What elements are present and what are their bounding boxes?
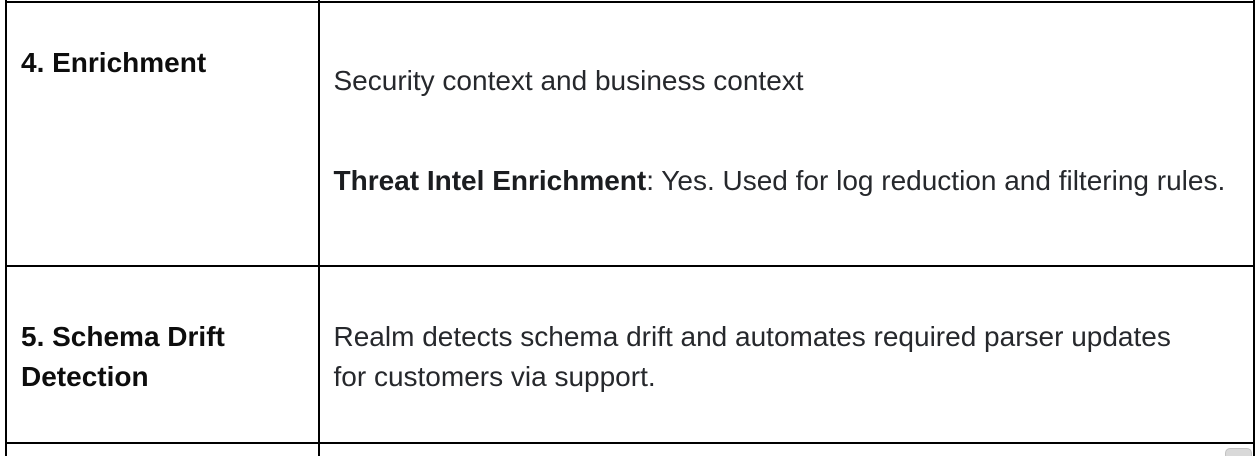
row-content-cell: [320, 444, 1254, 456]
document-table: 4. Enrichment Security context and busin…: [5, 0, 1255, 456]
text-run: : Yes. Used for log reduction and filter…: [646, 165, 1226, 196]
table-row: 5. Schema Drift Detection Realm detects …: [7, 267, 1253, 444]
row-content-cell: [320, 0, 1254, 1]
table-row: 4. Enrichment Security context and busin…: [7, 3, 1253, 267]
row-header-cell: [7, 444, 320, 456]
cell-paragraph: Threat Intel Enrichment: Yes. Used for l…: [334, 161, 1240, 201]
row-label: 5. Schema Drift Detection: [21, 321, 225, 392]
cell-paragraph: Security context and business context: [333, 65, 804, 96]
cell-paragraph: Realm detects schema drift and automates…: [333, 321, 1171, 392]
row-header-cell[interactable]: 5. Schema Drift Detection: [7, 267, 320, 442]
row-content-cell[interactable]: Security context and business context Th…: [320, 3, 1254, 265]
row-content-cell[interactable]: Realm detects schema drift and automates…: [320, 267, 1254, 442]
row-header-cell: [7, 0, 320, 1]
bold-text-run: Threat Intel Enrichment: [333, 165, 647, 196]
row-header-cell[interactable]: 4. Enrichment: [7, 3, 320, 265]
table-row-partial-top: [7, 0, 1253, 3]
table-row-partial-bottom: [7, 444, 1253, 456]
row-label: 4. Enrichment: [21, 47, 207, 78]
horizontal-scrollbar-thumb[interactable]: [1225, 448, 1252, 456]
